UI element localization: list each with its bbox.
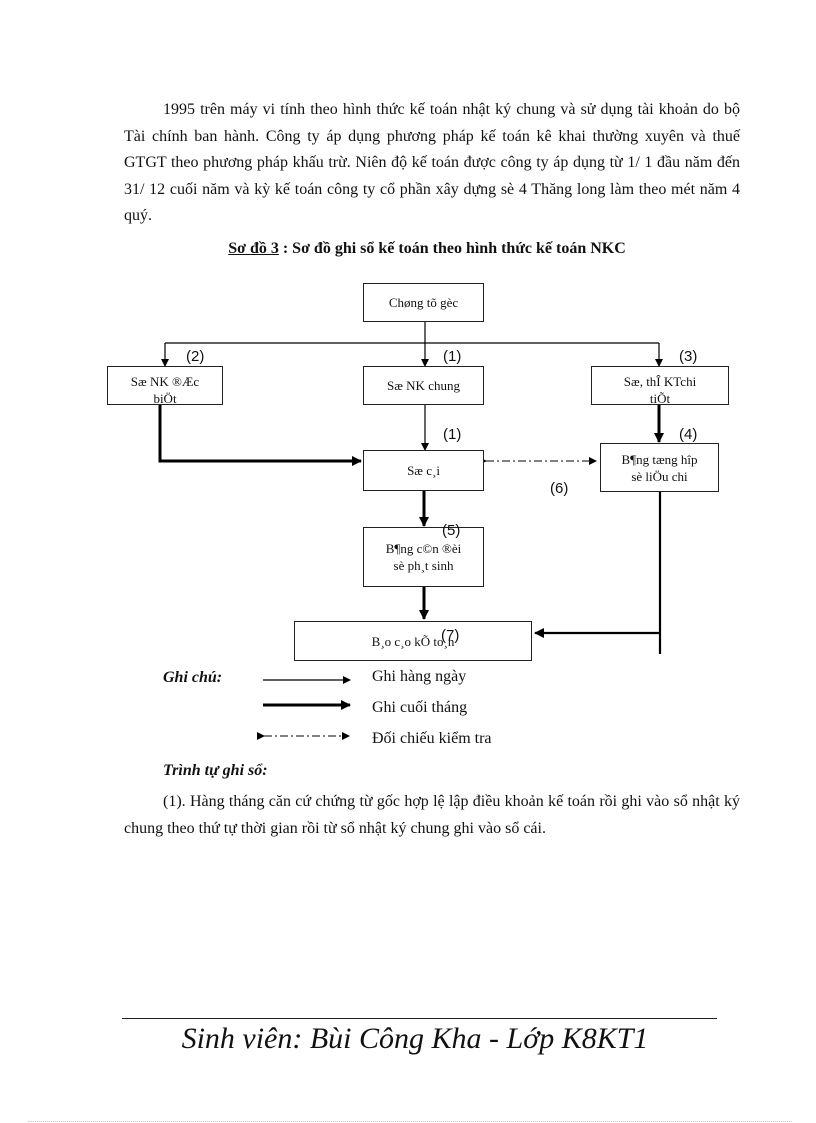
box-ledger-line1: Sæ c¸i [407,463,440,478]
box-trial-line1: B¶ng c©n ®èi [385,541,462,556]
box-summary-table: B¶ng tæng hîp sè liÖu chi [600,443,719,492]
legend-daily-label: Ghi hàng ngày [372,668,467,685]
box-detail-ledger: Sæ, thÎ KTchi tiÕt [591,366,729,405]
box-summary-line2: sè liÖu chi [631,468,688,484]
page-bottom-border [28,1121,792,1122]
caption-text: : Sơ đồ ghi sổ kế toán theo hình thức kế… [278,240,626,257]
legend-reconcile-label: Đối chiếu kiểm tra [372,730,492,747]
box-general-journal: Sæ NK chung [363,366,484,405]
box-trial-balance: B¶ng c©n ®èi sè ph¸t sinh [363,527,484,587]
legend-title: Ghi chú: [163,669,223,686]
box-detail-line2: tiÕt [649,391,671,405]
footer-student: Sinh viên: Bùi Công Kha - Lớp K8KT1 [181,1022,649,1055]
caption-label: Sơ đồ 3 [228,240,279,257]
box-source-line1: Chøng tõ gèc [388,295,459,310]
step-number-1-mid: (1) [443,426,462,443]
step-number-4: (4) [679,426,698,443]
box-report-line1: B¸o c¸o kÕ to¸n [371,633,455,649]
intro-paragraph: 1995 trên máy vi tính theo hình thức kế … [124,101,740,224]
step-number-2: (2) [186,348,205,365]
box-trial-line2: sè ph¸t sinh [393,558,454,573]
diagram-caption: Sơ đồ 3 : Sơ đồ ghi sổ kế toán theo hình… [0,240,816,258]
box-source-documents: Chøng tõ gèc [363,283,484,322]
legend-month-end-label: Ghi cuối tháng [372,699,468,716]
step-number-1-top: (1) [443,348,462,365]
box-summary-line1: B¶ng tæng hîp [621,451,698,467]
arrow-special-to-ledger [158,404,362,466]
box-general-ledger: Sæ c¸i [363,450,484,491]
step-number-6: (6) [550,480,569,497]
step-number-5: (5) [442,522,461,539]
box-financial-report: B¸o c¸o kÕ to¸n [294,621,532,661]
sequence-title: Trình tự ghi sổ: [163,762,268,779]
box-special-line2: biÖt [153,391,177,405]
box-special-line1: Sæ NK ®Æc [130,374,200,389]
sequence-step-1: (1). Hàng tháng căn cứ chứng từ gốc hợp … [124,793,740,837]
box-detail-line1: Sæ, thÎ KTchi [623,374,697,389]
step-number-3: (3) [679,348,698,365]
box-special-journal: Sæ NK ®Æc biÖt [107,366,223,405]
footer-divider [122,1018,717,1019]
step-number-7: (7) [441,627,460,644]
box-general-line1: Sæ NK chung [387,378,460,393]
